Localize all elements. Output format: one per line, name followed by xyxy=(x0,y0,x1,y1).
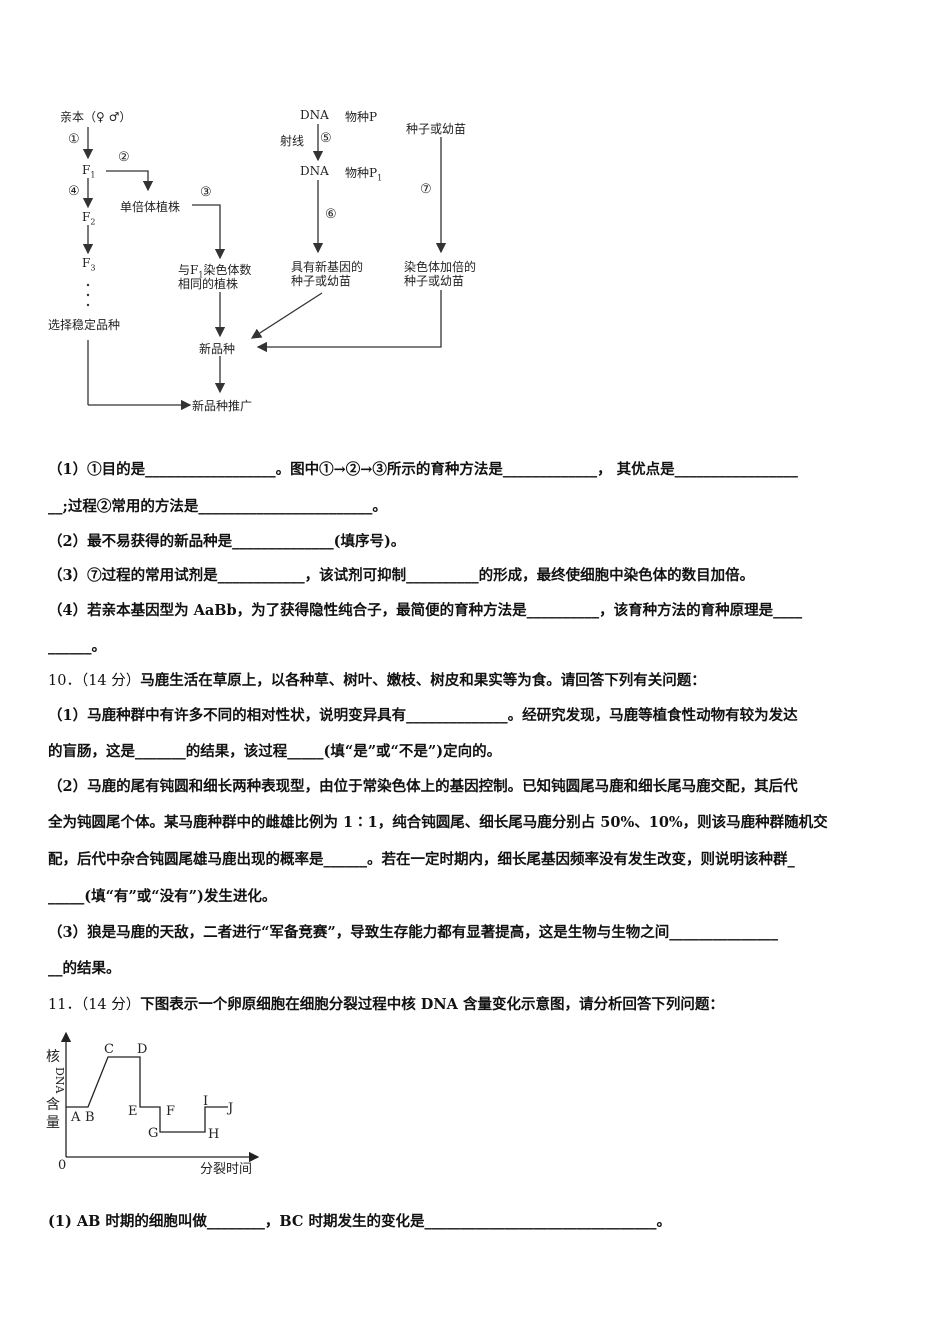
q11-number: 11．（14 分） xyxy=(48,997,141,1013)
f3-label: F3 xyxy=(82,256,96,273)
q11-heading: 11．（14 分）下图表示一个卵原细胞在细胞分裂过程中核 DNA 含量变化示意图… xyxy=(48,994,724,1016)
step6-label: ⑥ xyxy=(325,207,337,222)
seed-top-label: 种子或幼苗 xyxy=(406,122,467,136)
f1-label: F1 xyxy=(82,163,96,180)
species-p-label: 物种P xyxy=(345,110,378,124)
f2-label: F2 xyxy=(82,210,96,227)
q9-line-1: （1）①目的是__________________。图中①→②→③所示的育种方法… xyxy=(48,461,798,478)
step7-label: ⑦ xyxy=(420,182,432,197)
q10-heading: 10．（14 分）马鹿生活在草原上，以各种草、树叶、嫩枝、树皮和果实等为食。请回… xyxy=(48,670,706,692)
point-label-c: C xyxy=(104,1042,114,1057)
q10-number: 10．（14 分） xyxy=(48,673,141,689)
step1-label: ① xyxy=(68,132,80,147)
promotion-label: 新品种推广 xyxy=(192,399,253,413)
point-label-g: G xyxy=(148,1126,158,1141)
point-label-d: D xyxy=(137,1042,147,1057)
new-variety-label: 新品种 xyxy=(199,342,236,356)
dna-label-2: DNA xyxy=(300,164,329,178)
new-gene-label-2: 种子或幼苗 xyxy=(291,274,352,288)
y-axis-label-1: 核 xyxy=(46,1049,60,1065)
q10-line-1: （1）马鹿种群中有许多不同的相对性状，说明变异具有______________。… xyxy=(48,707,798,724)
point-label-i: I xyxy=(203,1094,208,1109)
q10-line-6: _____(填“有”或“没有”)发生进化。 xyxy=(48,888,277,905)
q9-line-3: （2）最不易获得的新品种是______________(填序号)。 xyxy=(48,533,406,550)
parent-label: 亲本（♀ ♂） xyxy=(60,110,132,124)
q10-line-5: 配，后代中杂合钝圆尾雄马鹿出现的概率是______。若在一定时期内，细长尾基因频… xyxy=(48,851,795,868)
x-axis-label: 分裂时间 xyxy=(200,1162,252,1177)
y-axis-label-3: 含 xyxy=(46,1097,60,1113)
breeding-diagram: 亲本（♀ ♂） ① F1 ② ④ F2 单倍体植株 ③ F3 与F1染色体数 相… xyxy=(0,0,950,430)
q10-line-7: （3）狼是马鹿的天敌，二者进行“军备竞赛”，导致生存能力都有显著提高，这是生物与… xyxy=(48,924,779,941)
origin-label: 0 xyxy=(58,1158,66,1173)
doubled-label: 染色体加倍的 xyxy=(404,260,477,274)
select-stable-label: 选择稳定品种 xyxy=(48,318,121,332)
dna-curve xyxy=(66,1056,228,1133)
haploid-label: 单倍体植株 xyxy=(120,200,181,214)
ray-label: 射线 xyxy=(280,134,305,148)
dna-graph-svg: A B C D E F G H I J 0 分裂时间 核 DNA 含 量 xyxy=(46,1031,260,1177)
point-label-j: J xyxy=(226,1101,233,1116)
q10-line-8: __的结果。 xyxy=(48,960,121,977)
point-label-h: H xyxy=(208,1127,219,1142)
dna-label-1: DNA xyxy=(300,108,329,122)
y-axis-label-4: 量 xyxy=(46,1115,60,1131)
point-label-a: A xyxy=(70,1110,81,1125)
step2-label: ② xyxy=(118,150,130,165)
point-label-b: B xyxy=(85,1110,95,1125)
doubled-label-2: 种子或幼苗 xyxy=(404,274,465,288)
dna-content-graph: A B C D E F G H I J 0 分裂时间 核 DNA 含 量 xyxy=(40,1025,280,1185)
q11-text: 下图表示一个卵原细胞在细胞分裂过程中核 DNA 含量变化示意图，请分析回答下列问… xyxy=(140,996,724,1013)
q9-line-5: （4）若亲本基因型为 AaBb，为了获得隐性纯合子，最简便的育种方法是_____… xyxy=(48,602,803,619)
species-p1-label: 物种P1 xyxy=(345,166,383,183)
step4-label: ④ xyxy=(68,184,80,199)
q9-line-4: （3）⑦过程的常用试剂是____________，该试剂可抑制_________… xyxy=(48,567,755,584)
step3-label: ③ xyxy=(200,185,212,200)
q10-line-3: （2）马鹿的尾有钝圆和细长两种表现型，由位于常染色体上的基因控制。已知钝圆尾马鹿… xyxy=(48,778,798,795)
same-chrom-label: 与F1染色体数 xyxy=(178,263,252,280)
point-label-e: E xyxy=(128,1104,138,1119)
y-axis-label-2: DNA xyxy=(53,1067,66,1094)
breeding-diagram-lines xyxy=(82,124,447,411)
same-chrom-label-2: 相同的植株 xyxy=(178,277,239,291)
q9-line-6: ______。 xyxy=(48,638,106,655)
q10-text: 马鹿生活在草原上，以各种草、树叶、嫩枝、树皮和果实等为食。请回答下列有关问题： xyxy=(140,672,706,689)
q10-line-2: 的盲肠，这是_______的结果，该过程_____(填“是”或“不是”)定向的。 xyxy=(48,743,502,760)
step5-label: ⑤ xyxy=(320,131,332,146)
new-gene-label: 具有新基因的 xyxy=(291,260,364,274)
q9-line-2: __;过程②常用的方法是________________________。 xyxy=(48,498,387,515)
point-label-f: F xyxy=(166,1104,175,1119)
q10-line-4: 全为钝圆尾个体。某马鹿种群中的雌雄比例为 1∶1，纯合钝圆尾、细长尾马鹿分别占 … xyxy=(48,814,828,831)
q11-line-1: (1) AB 时期的细胞叫做________，BC 时期发生的变化是______… xyxy=(48,1213,672,1230)
